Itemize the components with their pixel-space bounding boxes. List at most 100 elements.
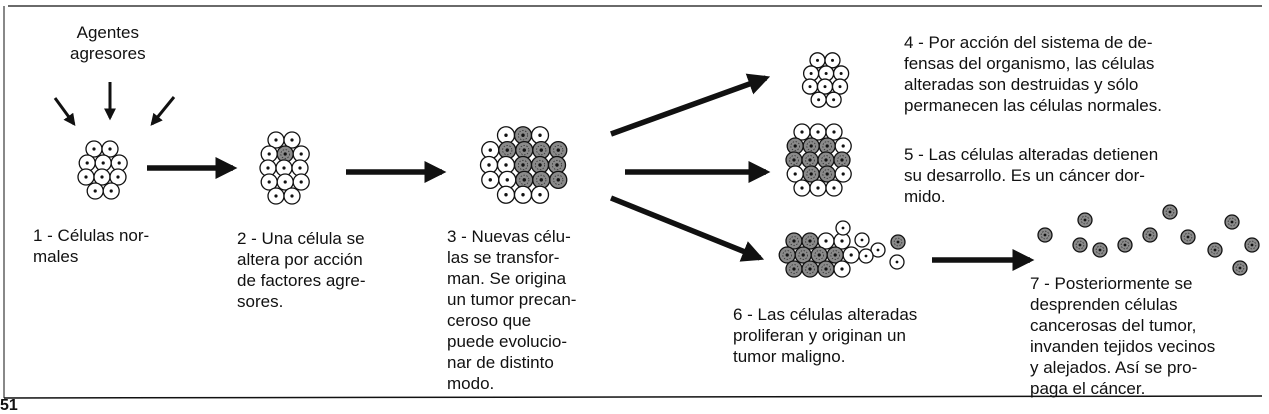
cell-nucleus (876, 248, 880, 252)
cell-nucleus (833, 253, 837, 257)
altered-cell (549, 170, 568, 190)
cell-nucleus (800, 130, 804, 134)
cell-nucleus (1168, 210, 1172, 214)
cell-nucleus (117, 161, 121, 165)
step-7-caption: 7 - Posteriormente se desprenden células… (1030, 274, 1216, 398)
cell-nucleus (785, 253, 789, 257)
cell-nucleus (283, 152, 287, 156)
cell-texture (806, 169, 816, 179)
cell-nucleus (1078, 243, 1082, 247)
cell-texture (517, 159, 529, 171)
normal-cell (858, 248, 874, 264)
frame-bottom-line (3, 395, 1263, 399)
normal-cell (870, 242, 886, 258)
step-2-caption: 2 - Una célula se altera por acción de f… (237, 229, 366, 311)
cell-nucleus (816, 58, 819, 62)
cell-nucleus (521, 133, 525, 137)
cell-texture (553, 174, 564, 185)
cell-texture (1183, 232, 1193, 242)
cell-nucleus (808, 239, 812, 243)
cell-texture (830, 250, 840, 260)
cell-nucleus (538, 133, 542, 137)
cell-nucleus (800, 186, 804, 190)
cell-nucleus (832, 98, 836, 102)
cell-texture (789, 264, 799, 274)
cell-nucleus (825, 144, 829, 148)
cell-nucleus (522, 148, 526, 152)
cell-nucleus (274, 138, 278, 142)
normal-cell (260, 173, 278, 191)
cell-nucleus (1098, 248, 1102, 252)
cell-nucleus (556, 178, 560, 182)
cell-nucleus (841, 172, 845, 176)
cell-nucleus (100, 175, 104, 179)
cell-texture (837, 155, 847, 165)
altered-cell (1092, 242, 1108, 258)
cell-nucleus (840, 158, 844, 162)
normal-cell (825, 179, 843, 197)
cell-nucleus (841, 226, 845, 230)
cell-nucleus (539, 148, 543, 152)
cell-texture (782, 250, 792, 260)
normal-cell (267, 187, 285, 205)
normal-cell (283, 131, 301, 149)
cell-nucleus (849, 253, 853, 257)
cell-nucleus (809, 144, 813, 148)
step-3-caption: 3 - Nuevas célu- las se transfor- man. S… (447, 227, 577, 393)
cell-nucleus (860, 238, 864, 242)
cell-texture (519, 174, 530, 185)
cell-nucleus (101, 161, 105, 165)
cell-texture (536, 145, 547, 156)
cell-nucleus (504, 193, 508, 197)
altered-cell (1162, 204, 1178, 220)
cell-texture (822, 141, 832, 151)
cell-nucleus (84, 175, 88, 179)
cell-nucleus (792, 267, 796, 271)
cell-texture (502, 145, 513, 156)
cell-nucleus (801, 253, 805, 257)
cell-texture (536, 174, 547, 185)
cell-nucleus (839, 71, 843, 75)
cell-nucleus (283, 180, 287, 184)
normal-cell (530, 185, 550, 204)
cell-nucleus (1230, 220, 1234, 224)
cell-nucleus (808, 267, 812, 271)
cell-nucleus (538, 163, 542, 167)
cell-texture (821, 155, 831, 165)
cell-nucleus (290, 138, 294, 142)
cell-texture (790, 141, 800, 151)
altered-cell (1117, 237, 1133, 253)
normal-cell (834, 165, 852, 183)
altered-cell (890, 234, 906, 250)
cell-nucleus (521, 163, 525, 167)
normal-cell (292, 173, 310, 191)
step-4-caption: 4 - Por acción del sistema de de- fensas… (904, 33, 1162, 115)
cell-nucleus (809, 172, 813, 176)
normal-cell (835, 220, 851, 236)
cell-nucleus (793, 144, 797, 148)
altered-cell (515, 140, 534, 160)
cell-nucleus (299, 180, 303, 184)
cell-nucleus (290, 194, 294, 198)
altered-cell (1077, 212, 1093, 228)
cell-nucleus (1250, 243, 1254, 247)
cell-nucleus (556, 148, 560, 152)
normal-cell (101, 140, 119, 158)
cell-nucleus (555, 163, 559, 167)
cell-nucleus (267, 152, 271, 156)
cell-texture (280, 149, 291, 159)
cell-texture (789, 236, 799, 246)
arrow-3-to-4 (610, 73, 771, 137)
altered-cell (801, 260, 819, 278)
cell-texture (789, 155, 799, 165)
cell-nucleus (808, 85, 812, 89)
cell-texture (553, 145, 564, 156)
altered-cell (817, 260, 835, 278)
arrow-3-to-6 (609, 195, 765, 262)
cell-nucleus (816, 130, 820, 134)
cell-nucleus (825, 172, 829, 176)
cell-nucleus (832, 130, 836, 134)
cell-nucleus (824, 158, 828, 162)
normal-cell (824, 52, 841, 69)
